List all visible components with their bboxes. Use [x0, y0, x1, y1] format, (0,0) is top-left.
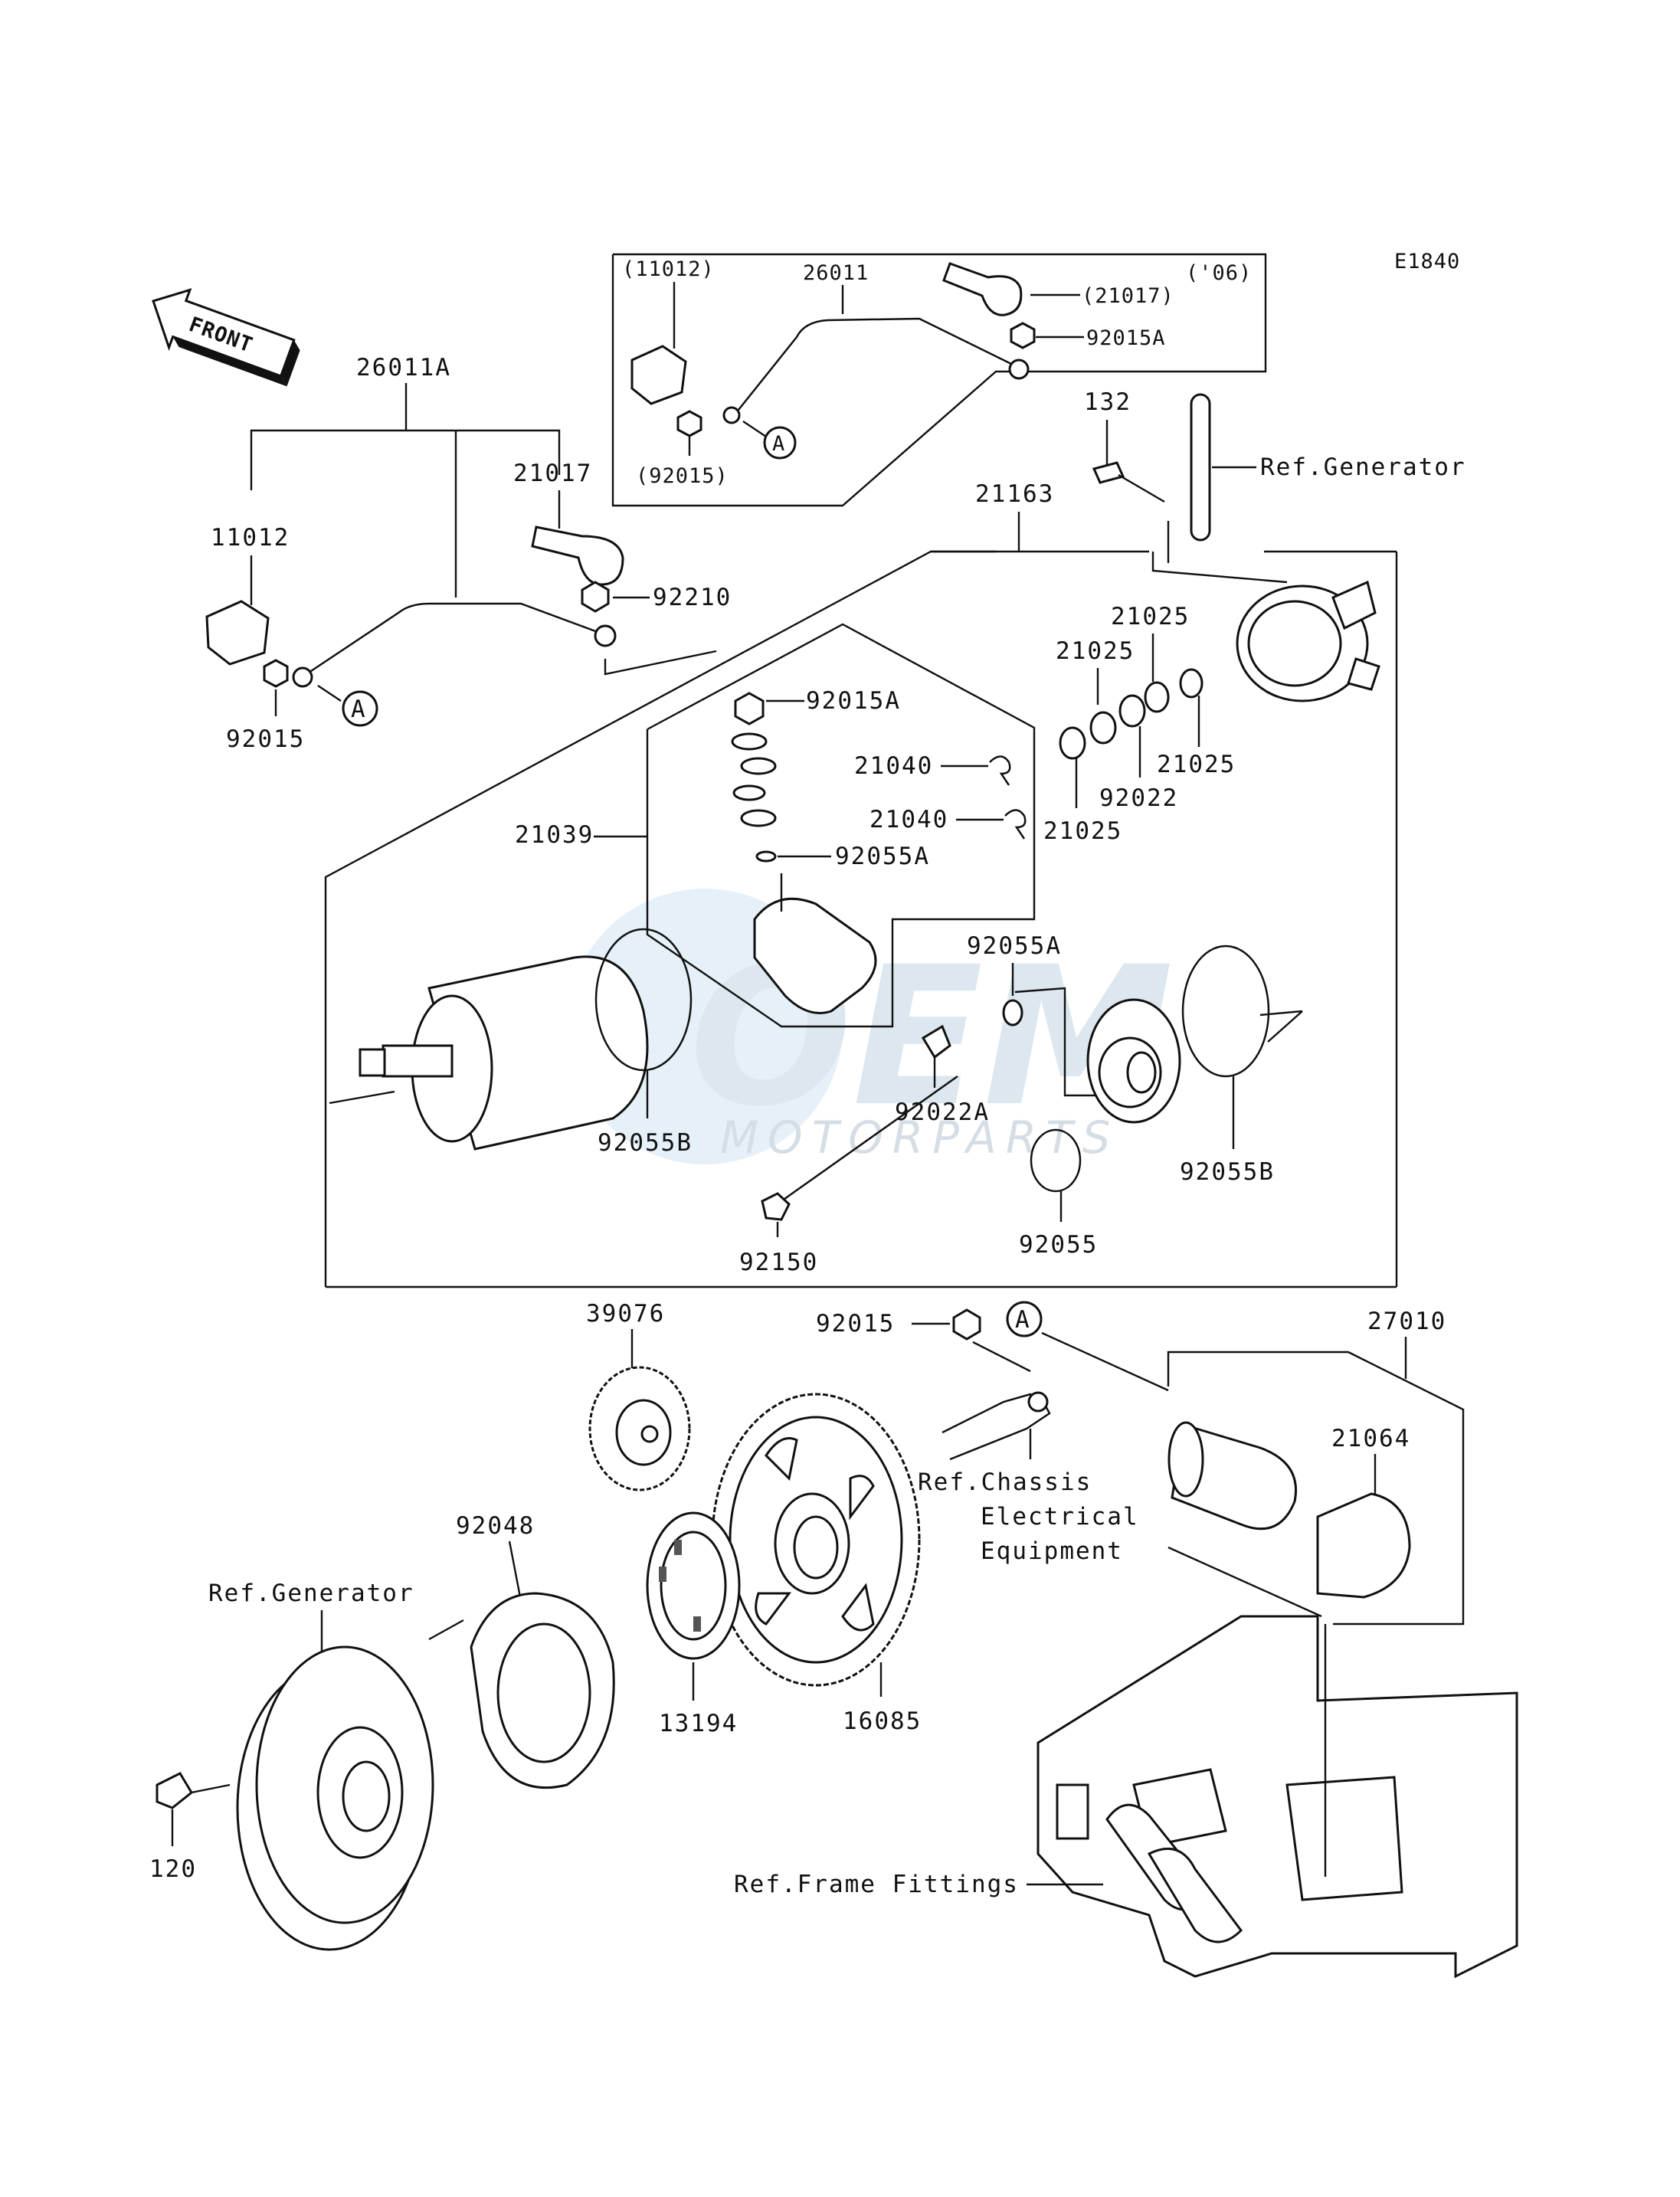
- nut-icon: [952, 1308, 981, 1341]
- boot-icon: [531, 526, 624, 586]
- label-21040-a: 21040: [854, 752, 933, 780]
- boot-icon: [942, 262, 1023, 316]
- label-92055A-upper: 92055A: [835, 843, 930, 870]
- nut-icon: [581, 581, 610, 613]
- o-ring-icon: [1030, 1128, 1082, 1193]
- o-ring-icon: [1181, 945, 1270, 1078]
- callout-a-inset: A: [772, 432, 785, 456]
- label-92055A-b: 92055A: [967, 932, 1062, 960]
- label-27010: 27010: [1367, 1308, 1446, 1335]
- nut-icon: [734, 692, 765, 725]
- callout-a-icon: [1006, 1301, 1043, 1338]
- label-92055B-b: 92055B: [1180, 1158, 1275, 1186]
- idle-gear-group: 39076: [586, 1300, 691, 1491]
- label-13194: 13194: [659, 1710, 738, 1737]
- terminal-cap-icon: [630, 345, 687, 405]
- callout-a-icon: [763, 426, 797, 460]
- label-inset-06: ('06): [1186, 261, 1252, 285]
- clip-icon: [989, 755, 1011, 786]
- label-92022A: 92022A: [895, 1098, 990, 1126]
- lock-washer-icon: [921, 1024, 951, 1059]
- label-92015: 92015: [226, 725, 305, 753]
- motor-yoke-icon: [329, 955, 649, 1151]
- front-arrow-icon: FRONT: [152, 288, 300, 387]
- o-ring-icon: [594, 928, 693, 1072]
- watermark-subtitle: MOTORPARTS: [720, 1112, 1119, 1164]
- label-ref-generator-bottom: Ref.Generator: [208, 1580, 414, 1607]
- relay-cover-icon: [1316, 1492, 1411, 1599]
- label-21025-d: 21025: [1043, 817, 1122, 845]
- label-21040-b: 21040: [869, 806, 948, 833]
- label-92015-b: 92015: [816, 1310, 895, 1338]
- label-21025-c: 21025: [1157, 751, 1236, 778]
- inset-box: (11012) 26011 (21017) ('06) 92015A (9201…: [611, 253, 1267, 507]
- frame-icon: [1036, 1615, 1518, 1979]
- bolt-icon: [156, 1772, 193, 1809]
- cable-group-26011A: 26011A 11012 92015 A 21017 92210: [205, 354, 732, 753]
- label-39076: 39076: [586, 1300, 665, 1328]
- bolt-head-icon: [761, 1192, 791, 1221]
- label-ref-chassis-2: Electrical: [981, 1503, 1139, 1531]
- label-92210: 92210: [653, 584, 732, 611]
- label-ref-chassis-1: Ref.Chassis: [918, 1468, 1092, 1496]
- cable-icon: [306, 602, 598, 676]
- label-21039: 21039: [515, 821, 594, 849]
- label-inset-11012: (11012): [622, 257, 715, 281]
- end-cover-icon: [1236, 580, 1380, 702]
- label-inset-21017: (21017): [1082, 284, 1174, 308]
- label-21025-b: 21025: [1056, 637, 1135, 665]
- label-21025-a: 21025: [1111, 603, 1190, 630]
- clip-icon: [1004, 809, 1027, 840]
- label-92055: 92055: [1019, 1231, 1098, 1259]
- flywheel-group: Ref.Generator 120: [149, 1580, 434, 1951]
- label-ref-chassis-3: Equipment: [981, 1537, 1123, 1565]
- label-92022: 92022: [1099, 784, 1178, 812]
- label-inset-26011: 26011: [803, 261, 869, 285]
- label-92048: 92048: [456, 1512, 535, 1540]
- callout-a-icon: [342, 690, 378, 727]
- label-inset-92015: (92015): [636, 464, 729, 488]
- cable-icon: [735, 317, 1012, 414]
- nut-icon: [1010, 322, 1036, 349]
- clutch-group: 13194: [646, 1511, 741, 1737]
- label-11012: 11012: [211, 524, 290, 552]
- label-ref-generator-top: Ref.Generator: [1260, 453, 1466, 481]
- callout-a-left: A: [351, 696, 367, 723]
- label-21017: 21017: [513, 460, 592, 487]
- relay-icon: [1167, 1421, 1297, 1531]
- starter-motor-box: 21163 21039 92015A 92055A 21040 21040 21…: [324, 388, 1466, 1288]
- nut-icon: [263, 659, 289, 688]
- label-92055B-a: 92055B: [598, 1129, 693, 1157]
- figure-code: E1840: [1394, 250, 1460, 273]
- label-21064: 21064: [1331, 1425, 1410, 1452]
- one-way-clutch-group: 92048: [428, 1512, 615, 1789]
- starter-gear-group: 16085: [711, 1393, 922, 1735]
- label-92150: 92150: [739, 1249, 818, 1276]
- label-92015A: 92015A: [806, 687, 901, 715]
- relay-group: 92015 A Ref.Chassis Electrical Equipment…: [816, 1301, 1465, 1626]
- bolt-icon: [1092, 461, 1125, 484]
- label-inset-92015A: 92015A: [1086, 326, 1166, 350]
- label-21163: 21163: [975, 480, 1054, 508]
- label-120: 120: [149, 1855, 197, 1883]
- brush-plate-icon: [753, 897, 877, 1014]
- label-ref-frame: Ref.Frame Fittings: [734, 1871, 1019, 1898]
- front-cover-icon: [1086, 998, 1181, 1124]
- label-132: 132: [1084, 388, 1131, 416]
- bracket-icon: [1190, 393, 1211, 542]
- label-26011A: 26011A: [356, 354, 451, 381]
- label-16085: 16085: [843, 1708, 922, 1735]
- frame-group: Ref.Frame Fittings: [734, 1615, 1518, 1979]
- callout-a-bottom: A: [1015, 1306, 1031, 1334]
- terminal-cap-icon: [205, 600, 270, 666]
